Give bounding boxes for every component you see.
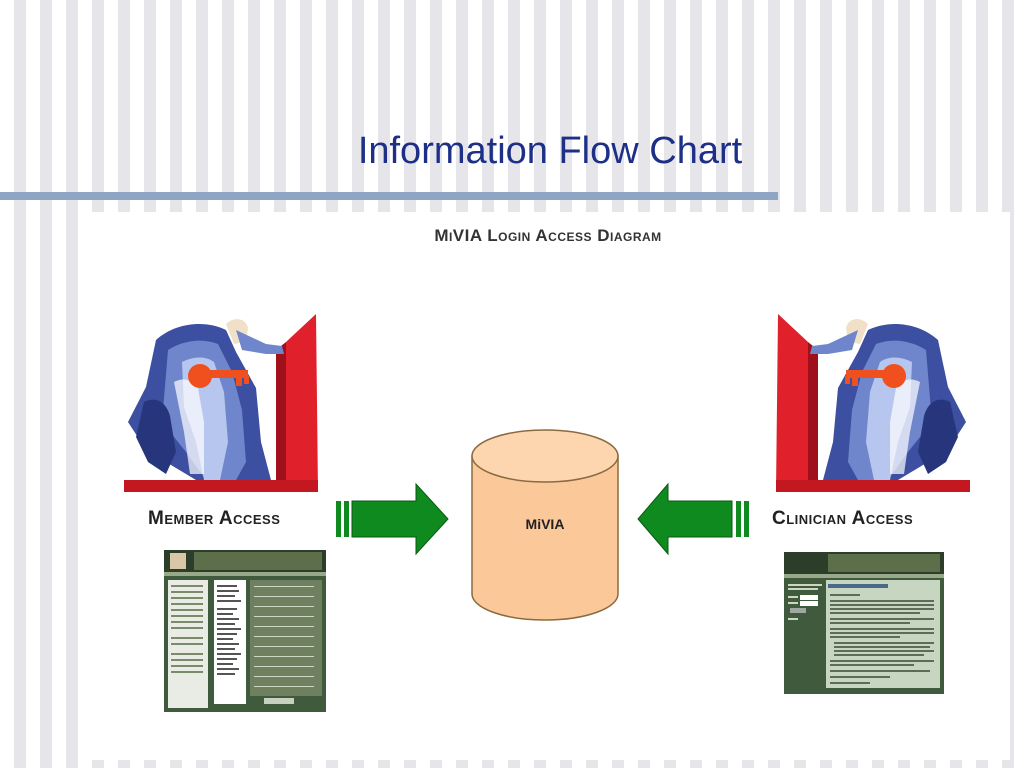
arrow-left-icon	[637, 482, 749, 556]
clinician-person-with-key-icon	[776, 314, 970, 492]
clinician-person-figure	[810, 319, 966, 480]
diagram-panel: MiVIA Login Access Diagram	[86, 212, 1010, 760]
member-person-figure	[128, 319, 284, 480]
member-door-icon	[124, 314, 318, 492]
clinician-site-screenshot	[784, 552, 944, 694]
slide-title: Information Flow Chart	[357, 130, 743, 172]
member-site-screenshot	[164, 550, 326, 712]
diagram-heading: MiVIA Login Access Diagram	[434, 226, 662, 245]
clinician-door-icon	[776, 314, 970, 492]
title-divider	[0, 192, 778, 200]
member-access-label: Member Access	[148, 508, 281, 529]
clinician-access-label: Clinician Access	[772, 508, 914, 529]
arrow-right-icon	[336, 482, 449, 556]
database-cylinder-icon	[471, 429, 619, 621]
member-person-with-key-icon	[124, 314, 318, 492]
database-label: MiVIA	[525, 516, 565, 532]
